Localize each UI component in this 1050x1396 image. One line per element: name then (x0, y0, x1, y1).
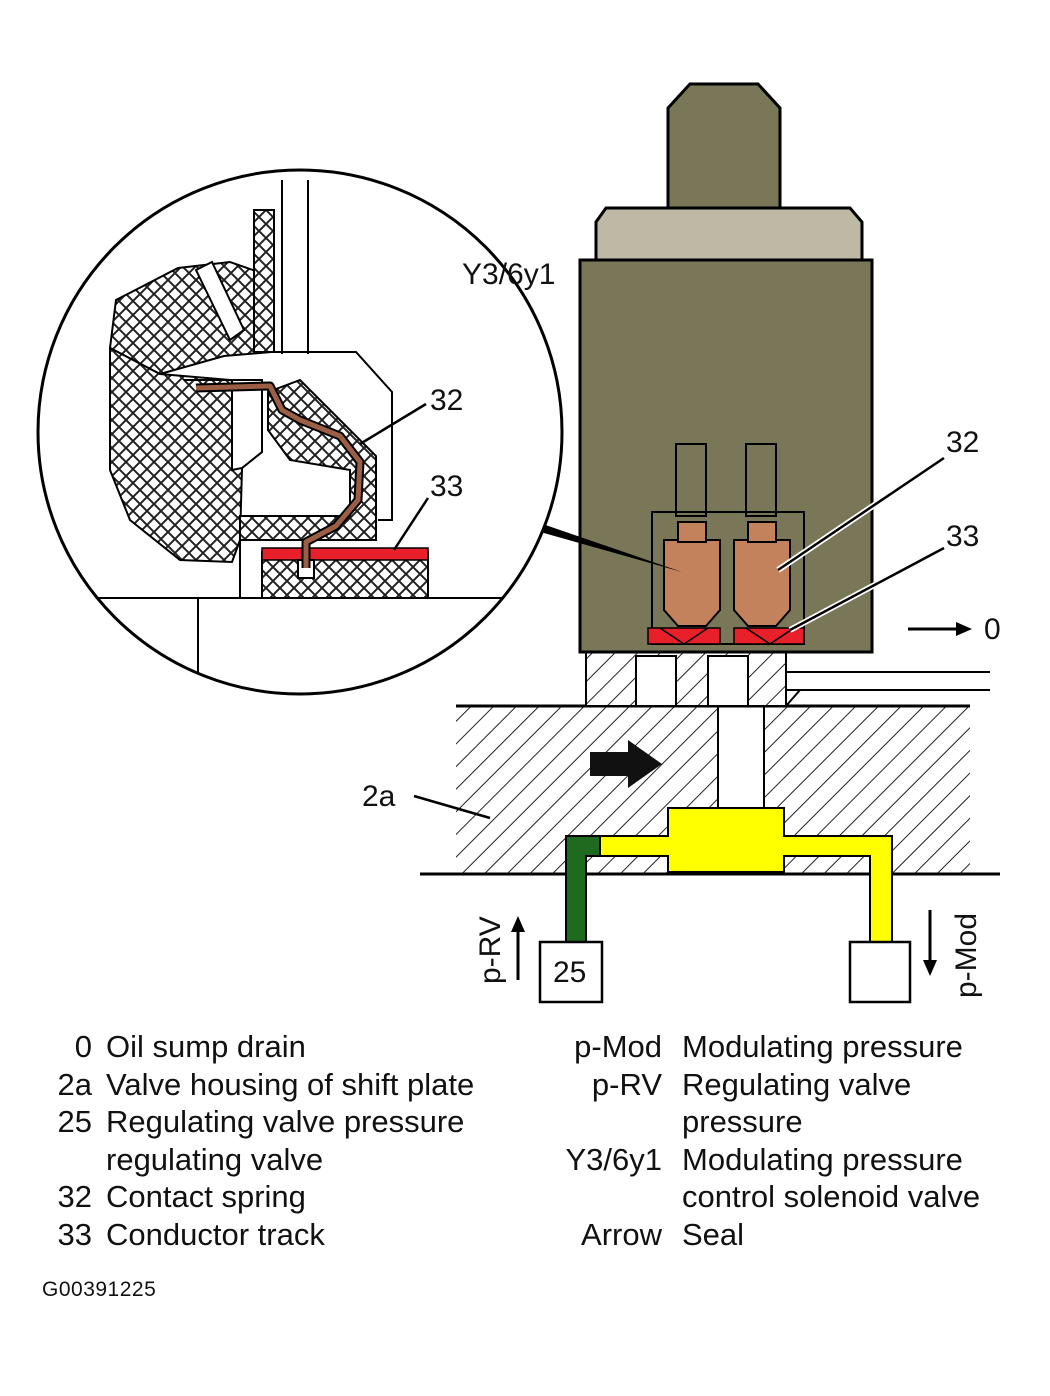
legend-item: Arrow Seal (540, 1216, 1012, 1254)
regulating-valve-box (538, 940, 604, 1004)
solenoid-pistons (663, 521, 791, 627)
legend-key: 33 (57, 1216, 92, 1252)
valve-housing (420, 704, 1000, 876)
legend-item: 2a Valve housing of shift plate (40, 1066, 526, 1104)
callout-2a: 2a (362, 780, 396, 813)
legend-key: p-Mod (574, 1029, 662, 1064)
callout-25: 25 (553, 956, 586, 989)
legend-text: Seal (682, 1216, 745, 1252)
callout-33-detail: 33 (430, 470, 463, 503)
rv-pressure-channel (565, 835, 601, 943)
legend-item: p-Mod Modulating pressure (540, 1028, 1012, 1066)
solenoid-valve-body (578, 82, 874, 654)
legend-item: p-RV Regulating valve pressure (540, 1066, 1012, 1141)
p-mod-label: p-Mod (950, 913, 983, 998)
legend-text: Modulating pressure (682, 1029, 963, 1064)
legend-right: p-Mod Modulating pressure p-RV Regulatin… (540, 1028, 1012, 1253)
conductor-track-seals (647, 627, 805, 645)
callout-33-main: 33 (946, 520, 979, 553)
callout-32-detail: 32 (430, 384, 463, 417)
legend-text: Contact spring (106, 1179, 306, 1214)
legend-key: 2a (57, 1066, 92, 1102)
seal-arrow-icon (590, 740, 662, 788)
legend-text: Oil sump drain (106, 1029, 306, 1064)
solenoid-mount (585, 649, 990, 707)
legend-text: Regulating valve pressure (682, 1066, 912, 1140)
legend-item: 32 Contact spring (40, 1178, 526, 1216)
legend-key: Arrow (581, 1216, 662, 1252)
legend-text: Modulating pressure control solenoid val… (682, 1141, 981, 1215)
mod-down-arrow-icon (923, 910, 937, 976)
legend-left: 0 Oil sump drain 2a Valve housing of shi… (40, 1028, 526, 1253)
detail-magnifier (36, 168, 564, 696)
legend-text: Conductor track (106, 1216, 325, 1252)
callout-32-main: 32 (946, 426, 979, 459)
mod-pressure-box (848, 940, 912, 1004)
solenoid-label: Y3/6y1 (462, 258, 555, 291)
legend-key: 32 (57, 1179, 92, 1214)
drain-arrow-icon (908, 622, 972, 636)
legend-text: Valve housing of shift plate (106, 1066, 475, 1102)
p-rv-label: p-RV (474, 916, 507, 984)
callout-0: 0 (984, 613, 1001, 646)
legend-key: Y3/6y1 (565, 1141, 662, 1177)
legend-item: 33 Conductor track (40, 1216, 526, 1254)
legend-text: Regulating valve pressure regulating val… (106, 1104, 465, 1177)
legend-key: p-RV (591, 1066, 662, 1102)
legend-key: 0 (74, 1029, 92, 1064)
solenoid-valve-diagram: Y3/6y1 32 33 32 33 0 2a 25 p-RV p-Mod (36, 82, 1001, 1004)
legend-item: 0 Oil sump drain (40, 1028, 526, 1066)
legend-key: 25 (57, 1104, 92, 1139)
figure-id: G00391225 (42, 1278, 157, 1301)
rv-up-arrow-icon (511, 916, 525, 980)
legend-item: Y3/6y1 Modulating pressure control solen… (540, 1141, 1012, 1216)
legend-item: 25 Regulating valve pressure regulating … (40, 1103, 526, 1178)
